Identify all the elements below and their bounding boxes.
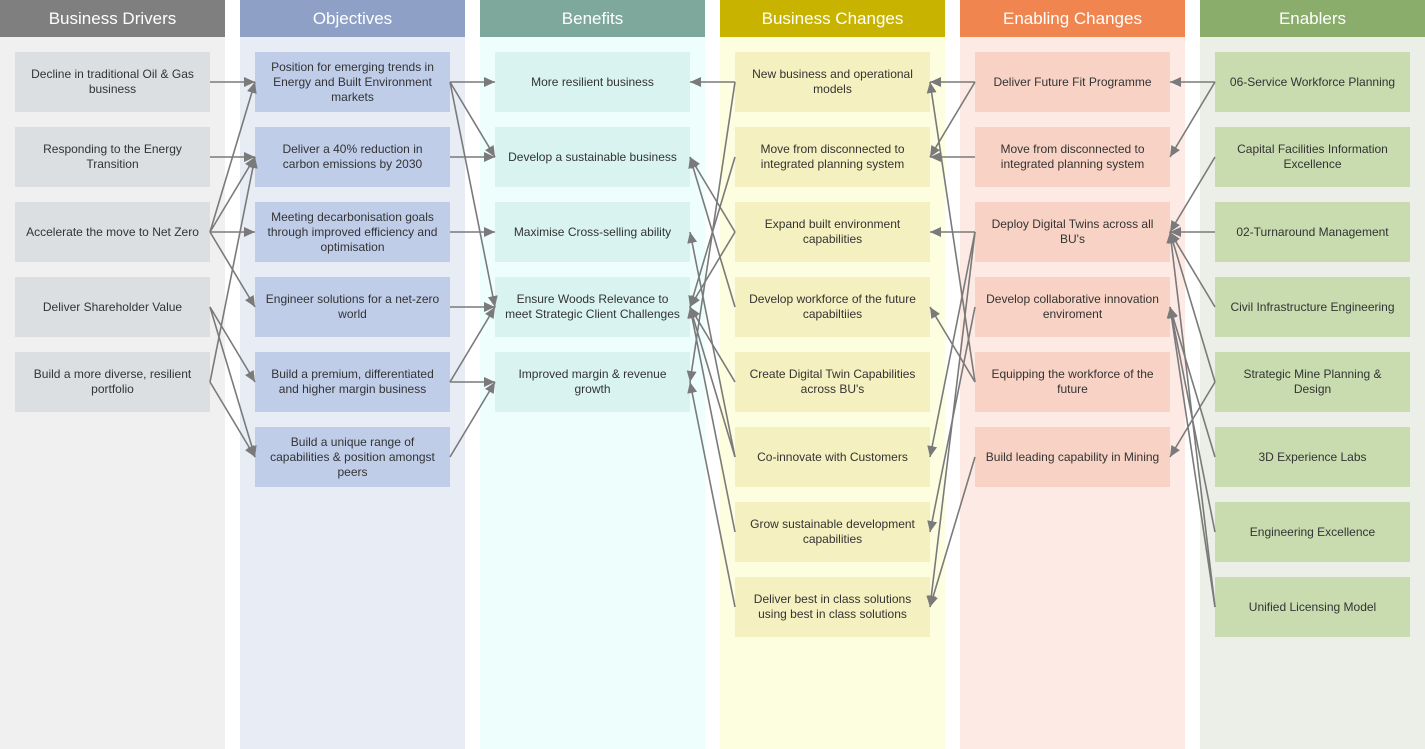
node-enabling-changes[interactable]: Equipping the workforce of the future (975, 352, 1170, 412)
node-enabling-changes[interactable]: Deploy Digital Twins across all BU's (975, 202, 1170, 262)
node-business-changes[interactable]: Grow sustainable development capabilitie… (735, 502, 930, 562)
node-business-changes[interactable]: New business and operational models (735, 52, 930, 112)
node-objectives[interactable]: Build a unique range of capabilities & p… (255, 427, 450, 487)
node-business-changes[interactable]: Develop workforce of the future capabilt… (735, 277, 930, 337)
node-objectives[interactable]: Engineer solutions for a net-zero world (255, 277, 450, 337)
node-business-drivers[interactable]: Build a more diverse, resilient portfoli… (15, 352, 210, 412)
node-enabling-changes[interactable]: Build leading capability in Mining (975, 427, 1170, 487)
node-business-changes[interactable]: Move from disconnected to integrated pla… (735, 127, 930, 187)
node-enablers[interactable]: 02-Turnaround Management (1215, 202, 1410, 262)
node-enabling-changes[interactable]: Develop collaborative innovation envirom… (975, 277, 1170, 337)
node-enablers[interactable]: Engineering Excellence (1215, 502, 1410, 562)
node-business-drivers[interactable]: Accelerate the move to Net Zero (15, 202, 210, 262)
node-business-changes[interactable]: Co-innovate with Customers (735, 427, 930, 487)
node-business-changes[interactable]: Expand built environment capabilities (735, 202, 930, 262)
node-enabling-changes[interactable]: Deliver Future Fit Programme (975, 52, 1170, 112)
node-enablers[interactable]: Capital Facilities Information Excellenc… (1215, 127, 1410, 187)
node-enablers[interactable]: 06-Service Workforce Planning (1215, 52, 1410, 112)
node-business-changes[interactable]: Create Digital Twin Capabilities across … (735, 352, 930, 412)
node-objectives[interactable]: Meeting decarbonisation goals through im… (255, 202, 450, 262)
node-enablers[interactable]: Strategic Mine Planning & Design (1215, 352, 1410, 412)
node-benefits[interactable]: Ensure Woods Relevance to meet Strategic… (495, 277, 690, 337)
node-benefits[interactable]: More resilient business (495, 52, 690, 112)
node-benefits[interactable]: Maximise Cross-selling ability (495, 202, 690, 262)
node-business-drivers[interactable]: Responding to the Energy Transition (15, 127, 210, 187)
node-objectives[interactable]: Deliver a 40% reduction in carbon emissi… (255, 127, 450, 187)
node-business-drivers[interactable]: Decline in traditional Oil & Gas busines… (15, 52, 210, 112)
column-header: Benefits (480, 0, 705, 37)
node-business-changes[interactable]: Deliver best in class solutions using be… (735, 577, 930, 637)
node-enablers[interactable]: 3D Experience Labs (1215, 427, 1410, 487)
column-header: Enablers (1200, 0, 1425, 37)
node-enablers[interactable]: Unified Licensing Model (1215, 577, 1410, 637)
node-objectives[interactable]: Build a premium, differentiated and high… (255, 352, 450, 412)
node-benefits[interactable]: Develop a sustainable business (495, 127, 690, 187)
node-benefits[interactable]: Improved margin & revenue growth (495, 352, 690, 412)
column-header: Enabling Changes (960, 0, 1185, 37)
node-objectives[interactable]: Position for emerging trends in Energy a… (255, 52, 450, 112)
node-enabling-changes[interactable]: Move from disconnected to integrated pla… (975, 127, 1170, 187)
column-header: Objectives (240, 0, 465, 37)
node-enablers[interactable]: Civil Infrastructure Engineering (1215, 277, 1410, 337)
column-header: Business Changes (720, 0, 945, 37)
node-business-drivers[interactable]: Deliver Shareholder Value (15, 277, 210, 337)
column-header: Business Drivers (0, 0, 225, 37)
